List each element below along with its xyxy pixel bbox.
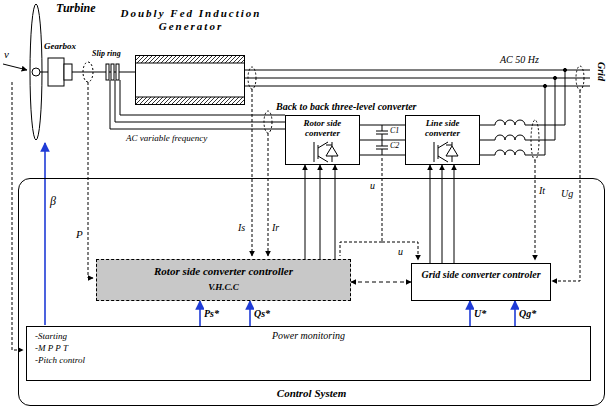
drawing-part <box>44 143 46 325</box>
connector-line <box>351 282 411 283</box>
drawing-part <box>3 64 27 70</box>
drawing-part <box>248 67 256 89</box>
box-label: V.H.C.C <box>97 282 350 292</box>
connector-line <box>469 301 471 326</box>
connector <box>200 301 201 326</box>
signal-label: Qg* <box>519 308 536 319</box>
box-label: Control System <box>19 387 604 400</box>
connector-line <box>442 165 443 263</box>
diagram-label: u <box>370 180 375 191</box>
diagram-label: Slip ring <box>92 50 121 59</box>
block-box: Line side converter <box>405 115 480 165</box>
connector <box>250 301 251 326</box>
box-label: Power monitoring <box>27 330 590 342</box>
diagram-label: AC variable frequency <box>126 134 207 144</box>
signal-label: Qs* <box>254 308 270 319</box>
box-label: Doubly Fed Induction Generator <box>111 7 271 32</box>
drawing-part <box>48 58 64 86</box>
drawing-part <box>314 142 338 162</box>
connector-line <box>454 165 455 263</box>
drawing-part <box>252 89 253 256</box>
diagram-label: Ug <box>561 188 573 199</box>
box-label: Line side converter <box>408 118 477 139</box>
connector-line <box>335 165 336 259</box>
drawing-part <box>434 142 458 162</box>
drawing-part <box>552 90 580 281</box>
diagram-label: P <box>76 228 83 240</box>
connector-line <box>305 165 306 259</box>
drawing-part <box>245 70 590 86</box>
box-label: -M P P T <box>35 343 68 353</box>
drawing-part <box>106 64 109 80</box>
drawing-part <box>553 76 556 79</box>
signal-label: Ps* <box>204 308 219 319</box>
drawing-part <box>264 111 272 133</box>
block-box: -Starting -M P P T -Pitch control Power mon… <box>26 326 591 381</box>
block-box: Doubly Fed Induction Generator <box>135 55 245 105</box>
diagram-label: AC 50 Hz <box>500 54 539 65</box>
diagram-label: Is <box>238 222 245 233</box>
block-box: Grid side converter controler <box>411 263 551 301</box>
drawing-part <box>495 120 525 155</box>
connector <box>515 301 516 326</box>
drawing-part <box>535 160 536 260</box>
connector-line <box>514 301 516 326</box>
drawing-part <box>376 125 388 155</box>
drawing-part <box>3 4 590 350</box>
diagram-label: β <box>50 195 56 208</box>
box-label: -Pitch control <box>35 355 85 365</box>
diagram-label: Turbine <box>56 2 96 15</box>
drawing-part <box>64 64 72 80</box>
system-frame: Control System Rotor side converter contr… <box>18 178 605 406</box>
connector-line <box>249 301 251 326</box>
drawing-part <box>576 66 584 90</box>
box-label: Grid side converter controler <box>416 269 546 281</box>
drawing-part <box>83 62 93 82</box>
drawing-part <box>563 68 566 71</box>
drawing-part <box>135 63 245 64</box>
drawing-part <box>360 125 405 155</box>
box-label: Rotor side converter controller <box>97 265 350 278</box>
diagram-label: C1 <box>390 127 399 136</box>
drawing-part <box>111 64 114 80</box>
connector-line <box>199 301 201 326</box>
diagram-label: v <box>4 48 9 60</box>
diagram-label: C2 <box>390 142 399 151</box>
connector <box>470 301 471 326</box>
block-box: Rotor side converter controllerV.H.C.C <box>96 259 351 301</box>
diagram-label: Back to back three-level converter <box>276 101 417 112</box>
drawing-part <box>268 133 269 256</box>
drawing-part <box>543 84 546 87</box>
connector-line <box>430 165 431 263</box>
drawing-part <box>72 72 135 73</box>
diagram-label: Ir <box>272 222 279 233</box>
drawing-part <box>531 120 539 160</box>
drawing-part <box>40 72 48 73</box>
drawing-part <box>340 158 418 260</box>
block-box: Rotor side converter <box>285 115 360 165</box>
diagram-label: u <box>398 246 403 257</box>
drawing-part <box>135 55 245 63</box>
connector <box>430 165 454 263</box>
box-label: Rotor side converter <box>288 118 357 139</box>
drawing-part <box>135 97 245 105</box>
box-label: -Starting <box>35 331 67 341</box>
connector <box>351 282 411 283</box>
connector-line <box>320 165 321 259</box>
diagram-label: It <box>539 185 545 196</box>
drawing-part <box>135 97 245 98</box>
drawing-part <box>32 68 40 76</box>
diagram-label: Gearbox <box>44 42 76 52</box>
drawing-part <box>88 82 93 278</box>
signal-label: U* <box>474 308 486 319</box>
drawing-part <box>116 64 119 80</box>
connector <box>305 165 335 259</box>
diagram-label: Grid <box>596 62 607 81</box>
drawing-part <box>480 70 565 155</box>
